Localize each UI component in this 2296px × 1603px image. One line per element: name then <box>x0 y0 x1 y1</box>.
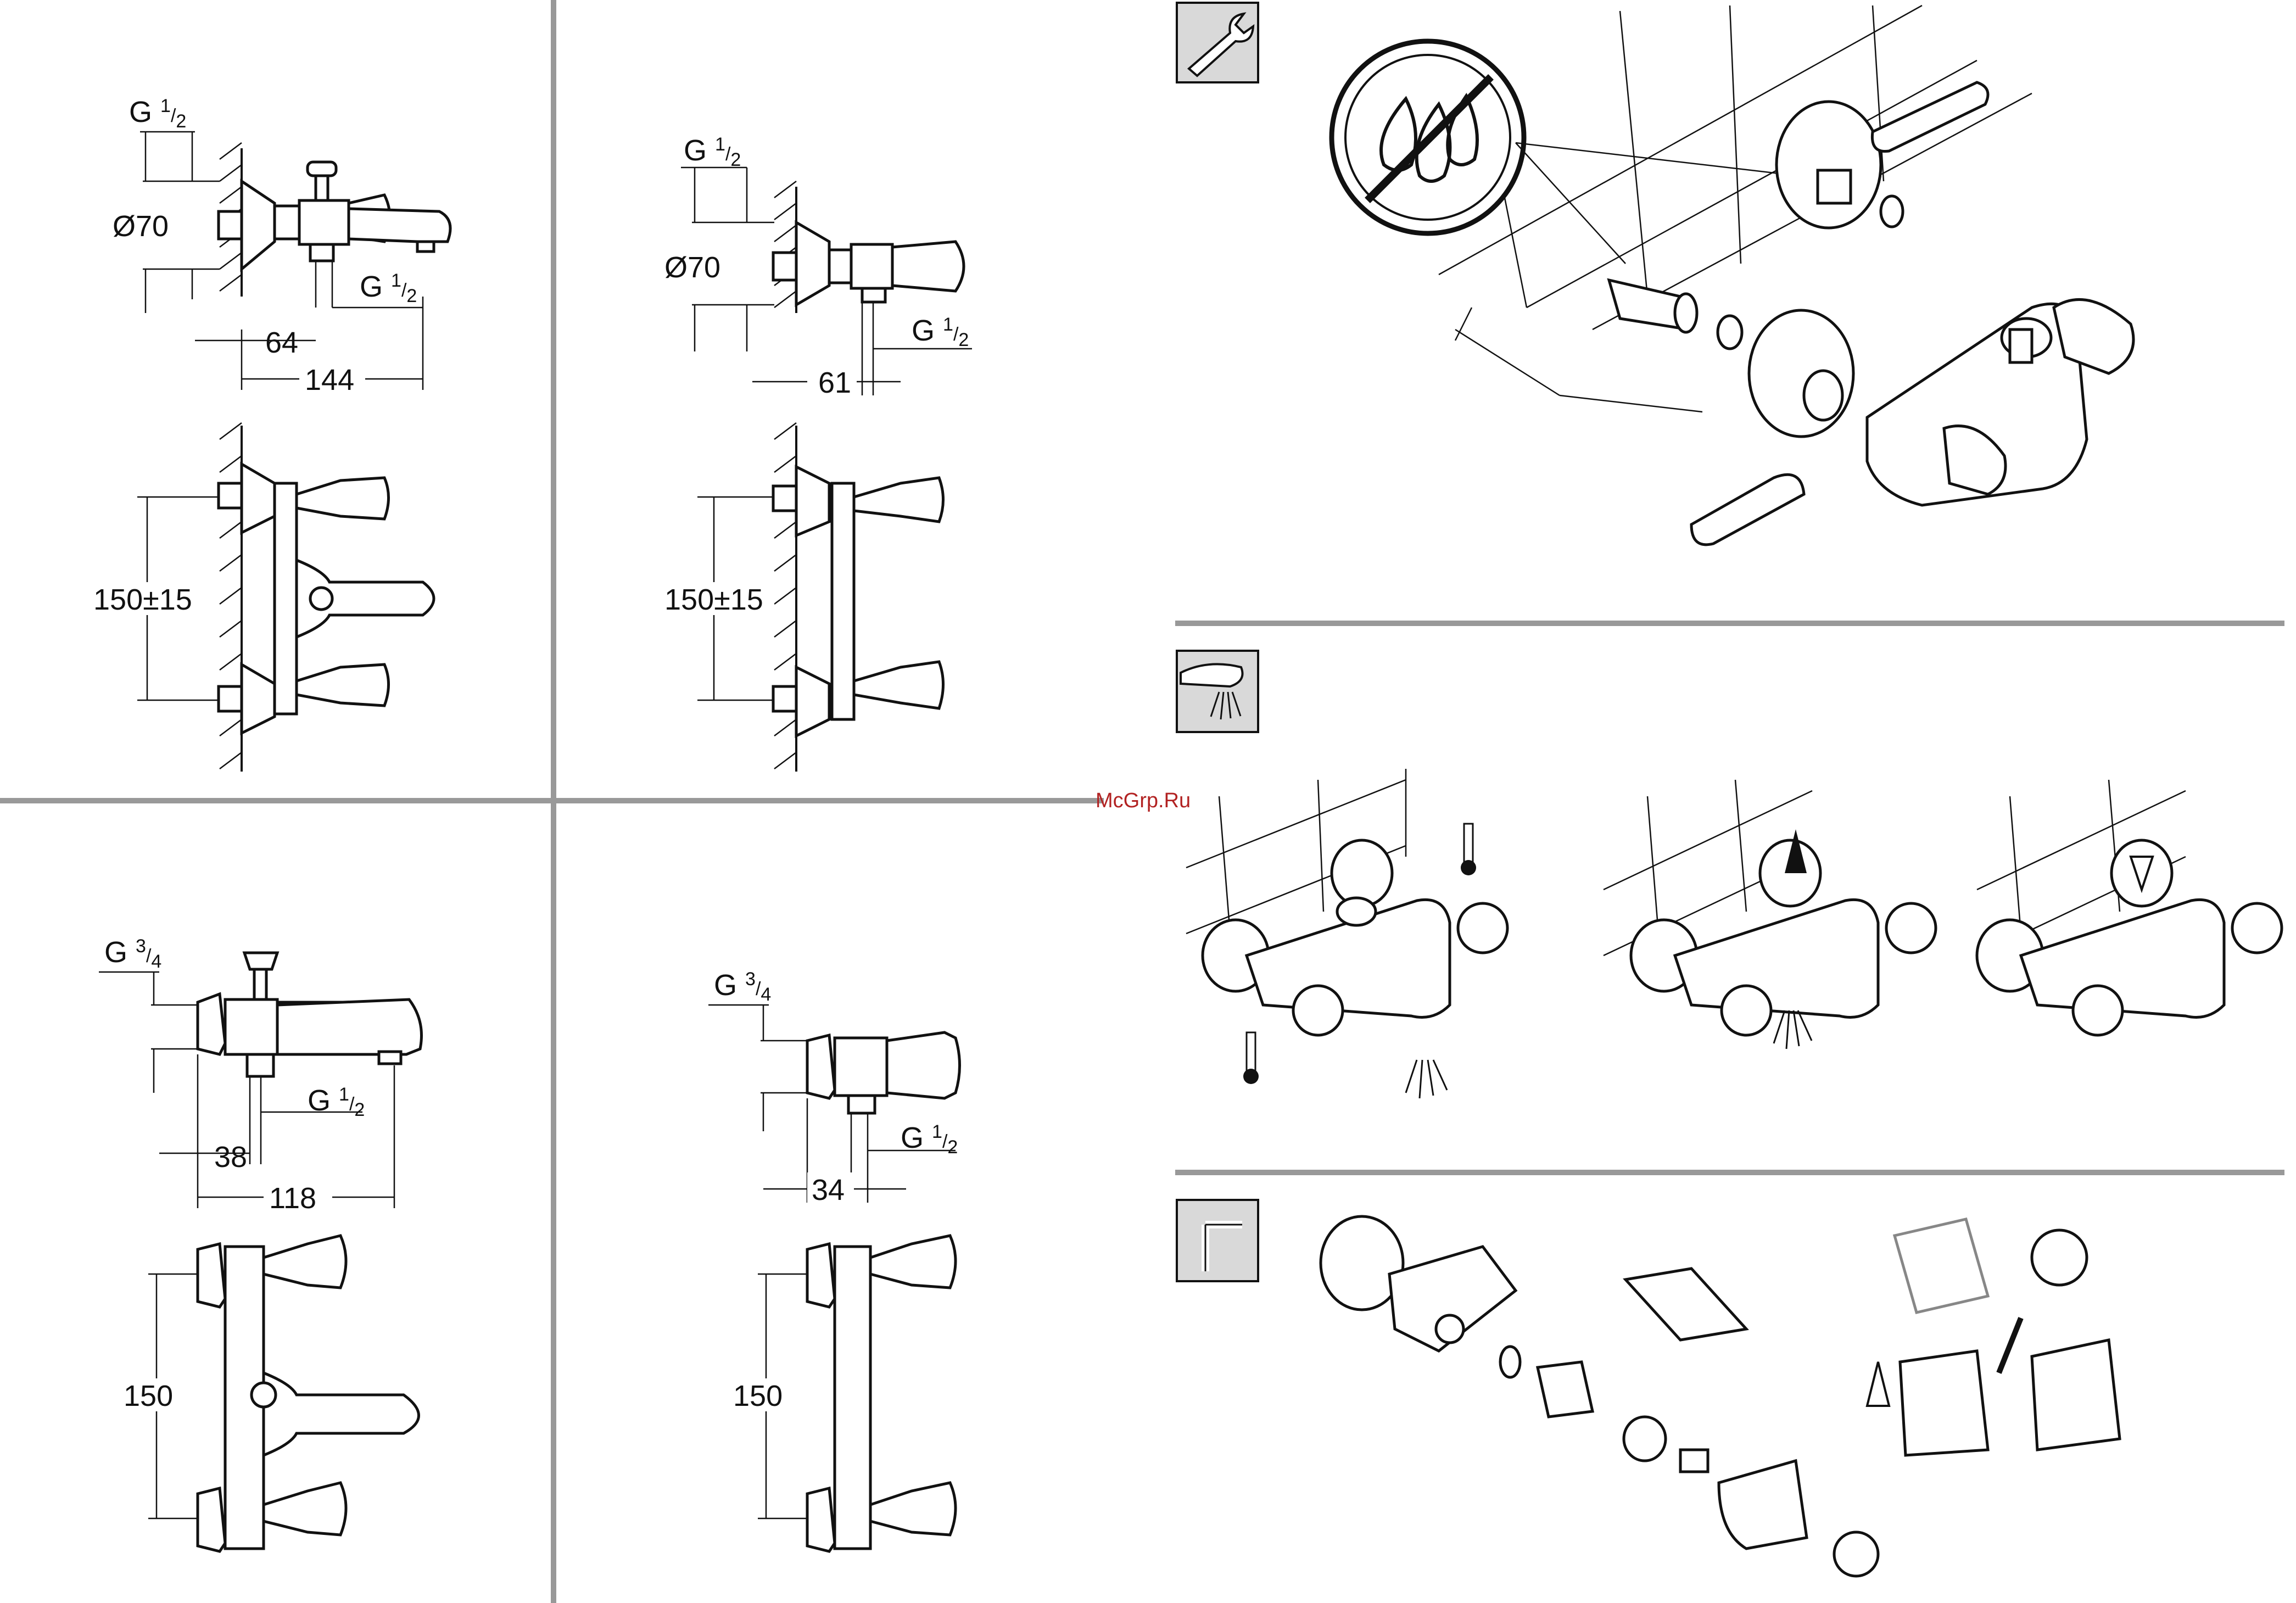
offset-61-label: 61 <box>818 366 851 399</box>
offset-64-label: 64 <box>265 326 298 359</box>
outlet-thread-label: G 1/2 <box>912 314 969 350</box>
shower-mixer-front-view: 150±15 <box>659 423 943 772</box>
bath-mixer-top-view <box>198 953 422 1076</box>
spacing-label: 150 <box>733 1379 783 1412</box>
spanner-top <box>1872 82 1988 152</box>
panel-bath-wall-mixer: G 1/2 Ø70 G 1/2 64 144 <box>88 96 450 772</box>
offset-34-label: 34 <box>812 1174 845 1207</box>
outlet-thread-label: G 1/2 <box>901 1121 958 1158</box>
wall-hatch <box>774 181 796 313</box>
spacing-label: 150 <box>124 1379 173 1412</box>
wrench-icon <box>1177 3 1258 82</box>
bath-mixer-front-view: 150±15 <box>88 423 434 772</box>
panel-shower-mixer-g34: G 3/4 G 1/2 34 150 <box>708 969 960 1551</box>
water-spray <box>1406 1060 1447 1098</box>
bath-mixer-iso <box>1867 299 2133 505</box>
thread-label: G 3/4 <box>714 969 771 1005</box>
spacing-label: 150±15 <box>93 583 192 616</box>
arrow-up-icon <box>1867 1362 1889 1406</box>
projection-144-label: 144 <box>305 364 354 396</box>
cross-mark <box>1999 1318 2021 1373</box>
spout-spray-icon <box>1177 651 1258 732</box>
bath-mixer-side-view <box>219 162 450 269</box>
no-sealant-icon <box>1332 41 1524 233</box>
spacing-label: 150±15 <box>664 583 763 616</box>
shower-mixer-side-view <box>773 222 964 305</box>
bath-mixer-front-view: 150 <box>121 1236 419 1551</box>
offset-38-label: 38 <box>214 1141 247 1174</box>
shower-mixer-top-view <box>807 1032 960 1113</box>
thermometer-hot-icon <box>1461 824 1476 875</box>
thread-label: G 3/4 <box>104 936 161 972</box>
panel-bath-mixer-g34: G 3/4 G 1/2 38 118 <box>99 936 422 1551</box>
watermark: McGrp.Ru <box>1096 789 1191 812</box>
panel-shower-wall-mixer: G 1/2 Ø70 G 1/2 61 <box>659 134 972 772</box>
projection-118-label: 118 <box>269 1182 316 1215</box>
washer-left <box>1718 316 1742 349</box>
shower-mixer-front-view: 150 <box>730 1236 956 1551</box>
thread-label: G 1/2 <box>684 134 741 170</box>
panel-maintenance <box>1177 1200 2120 1576</box>
diameter-label: Ø70 <box>664 251 720 284</box>
panel-installation <box>1177 3 2133 545</box>
allen-key-icon <box>1177 1200 1258 1281</box>
spanner-bottom <box>1691 474 1804 545</box>
operation-step-close <box>1977 780 2282 1035</box>
diameter-label: Ø70 <box>113 210 169 243</box>
rosette-right <box>1777 102 1881 228</box>
cartridge-exploded-view <box>1321 1216 1878 1576</box>
outlet-thread-label: G 1/2 <box>308 1084 365 1120</box>
washer-right <box>1881 196 1903 227</box>
tile-grid <box>1439 5 2032 329</box>
panel-operation: McGrp.Ru <box>1096 651 2282 1098</box>
thermometer-cold-icon <box>1243 1032 1259 1084</box>
water-spray <box>1774 1010 1812 1049</box>
thread-label: G 1/2 <box>129 96 186 132</box>
operation-step-divert <box>1604 780 1936 1049</box>
handle-removal-view <box>1867 1219 2120 1455</box>
s-union-left <box>1609 280 1697 332</box>
rosette-left <box>1749 310 1853 437</box>
outlet-thread-label: G 1/2 <box>360 270 417 306</box>
operation-step-temperature <box>1186 769 1507 1098</box>
